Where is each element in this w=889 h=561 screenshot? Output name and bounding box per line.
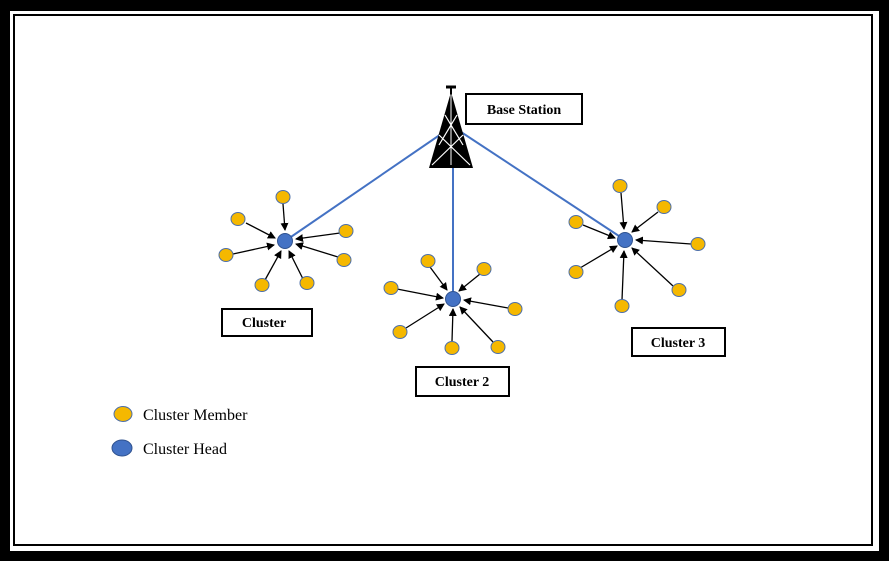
inner-border [13, 14, 873, 546]
cluster-2-label-box: Cluster 2 [415, 366, 510, 397]
cluster-member-node [420, 254, 436, 268]
cluster-member-node [490, 340, 506, 354]
cluster-3 [568, 179, 706, 313]
cluster-2-arrows [396, 266, 509, 343]
cluster-member-node [338, 224, 354, 238]
legend-head-swatch [111, 439, 133, 457]
base-station-label-box: Base Station [465, 93, 583, 125]
cluster-3-label-box: Cluster 3 [631, 327, 726, 357]
cluster-member-node [507, 302, 523, 316]
cluster-member-node [614, 299, 630, 313]
cluster-member-node [568, 215, 584, 229]
cluster-member-node [299, 276, 315, 290]
cluster-member-node [383, 281, 399, 295]
cluster-1 [218, 190, 354, 292]
cluster-3-label: Cluster 3 [651, 336, 706, 351]
base-station-tower-icon [429, 85, 473, 168]
legend-member-swatch [113, 406, 133, 422]
base-station-label: Base Station [487, 103, 562, 118]
cluster-member-node [656, 200, 672, 214]
legend-head-label: Cluster Head [143, 441, 227, 458]
cluster-head-node [617, 232, 633, 248]
legend: Cluster Member Cluster Head [111, 406, 248, 458]
cluster-1-arrows [232, 203, 341, 281]
cluster-1-label: Cluster [242, 316, 286, 331]
cluster-2-label: Cluster 2 [435, 375, 490, 390]
cluster-member-node [230, 212, 246, 226]
cluster-3-arrows [579, 192, 692, 301]
cluster-member-node [444, 341, 460, 355]
cluster-member-node [612, 179, 628, 193]
base-station-links [284, 129, 626, 298]
link-to-cluster-3 [457, 129, 626, 241]
cluster-member-node [336, 253, 352, 267]
cluster-1-label-box: Cluster [221, 308, 313, 337]
legend-member-label: Cluster Member [143, 407, 248, 424]
cluster-member-node [254, 278, 270, 292]
inner-canvas [10, 11, 879, 551]
cluster-member-node [476, 262, 492, 276]
cluster-member-node [275, 190, 291, 204]
cluster-member-node [218, 248, 234, 262]
link-to-cluster-1 [284, 129, 448, 242]
cluster-member-node [690, 237, 706, 251]
cluster-member-node [392, 325, 408, 339]
cluster-2 [383, 254, 523, 355]
cluster-member-node [568, 265, 584, 279]
cluster-member-node [671, 283, 687, 297]
cluster-head-node [445, 291, 461, 307]
cluster-head-node [277, 233, 293, 249]
